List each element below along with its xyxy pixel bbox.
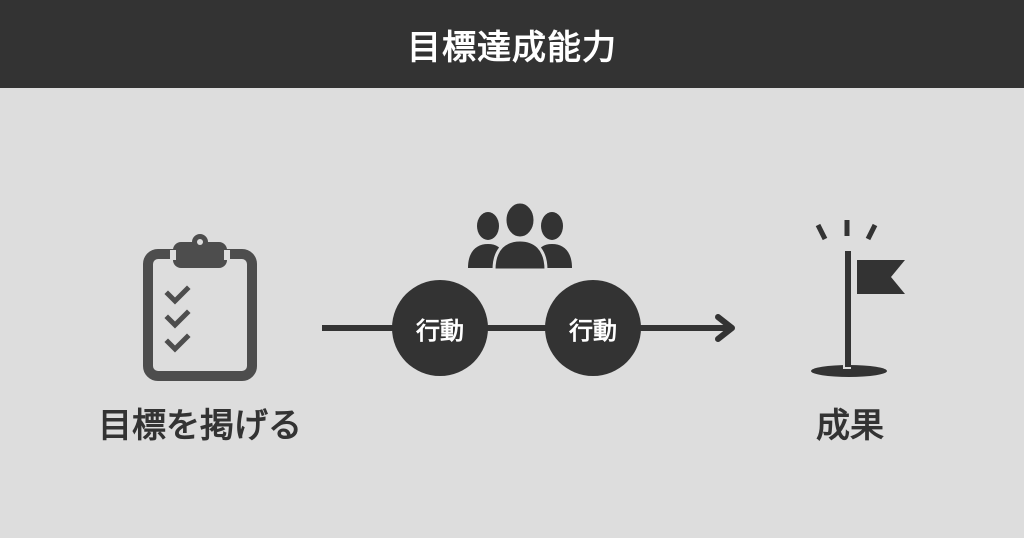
flow-arrow [322, 314, 735, 342]
people-group-icon [468, 200, 572, 270]
header-bar: 目標達成能力 [0, 0, 1024, 88]
clipboard-checklist-icon [143, 234, 257, 381]
goal-flag-icon [811, 220, 905, 377]
action-step-2: 行動 [545, 280, 641, 376]
action-step-1: 行動 [392, 280, 488, 376]
start-label: 目標を掲げる [98, 406, 302, 446]
action-step-label: 行動 [416, 316, 464, 345]
end-label: 成果 [816, 406, 884, 446]
action-step-label: 行動 [569, 316, 617, 345]
page-title: 目標達成能力 [407, 27, 617, 68]
